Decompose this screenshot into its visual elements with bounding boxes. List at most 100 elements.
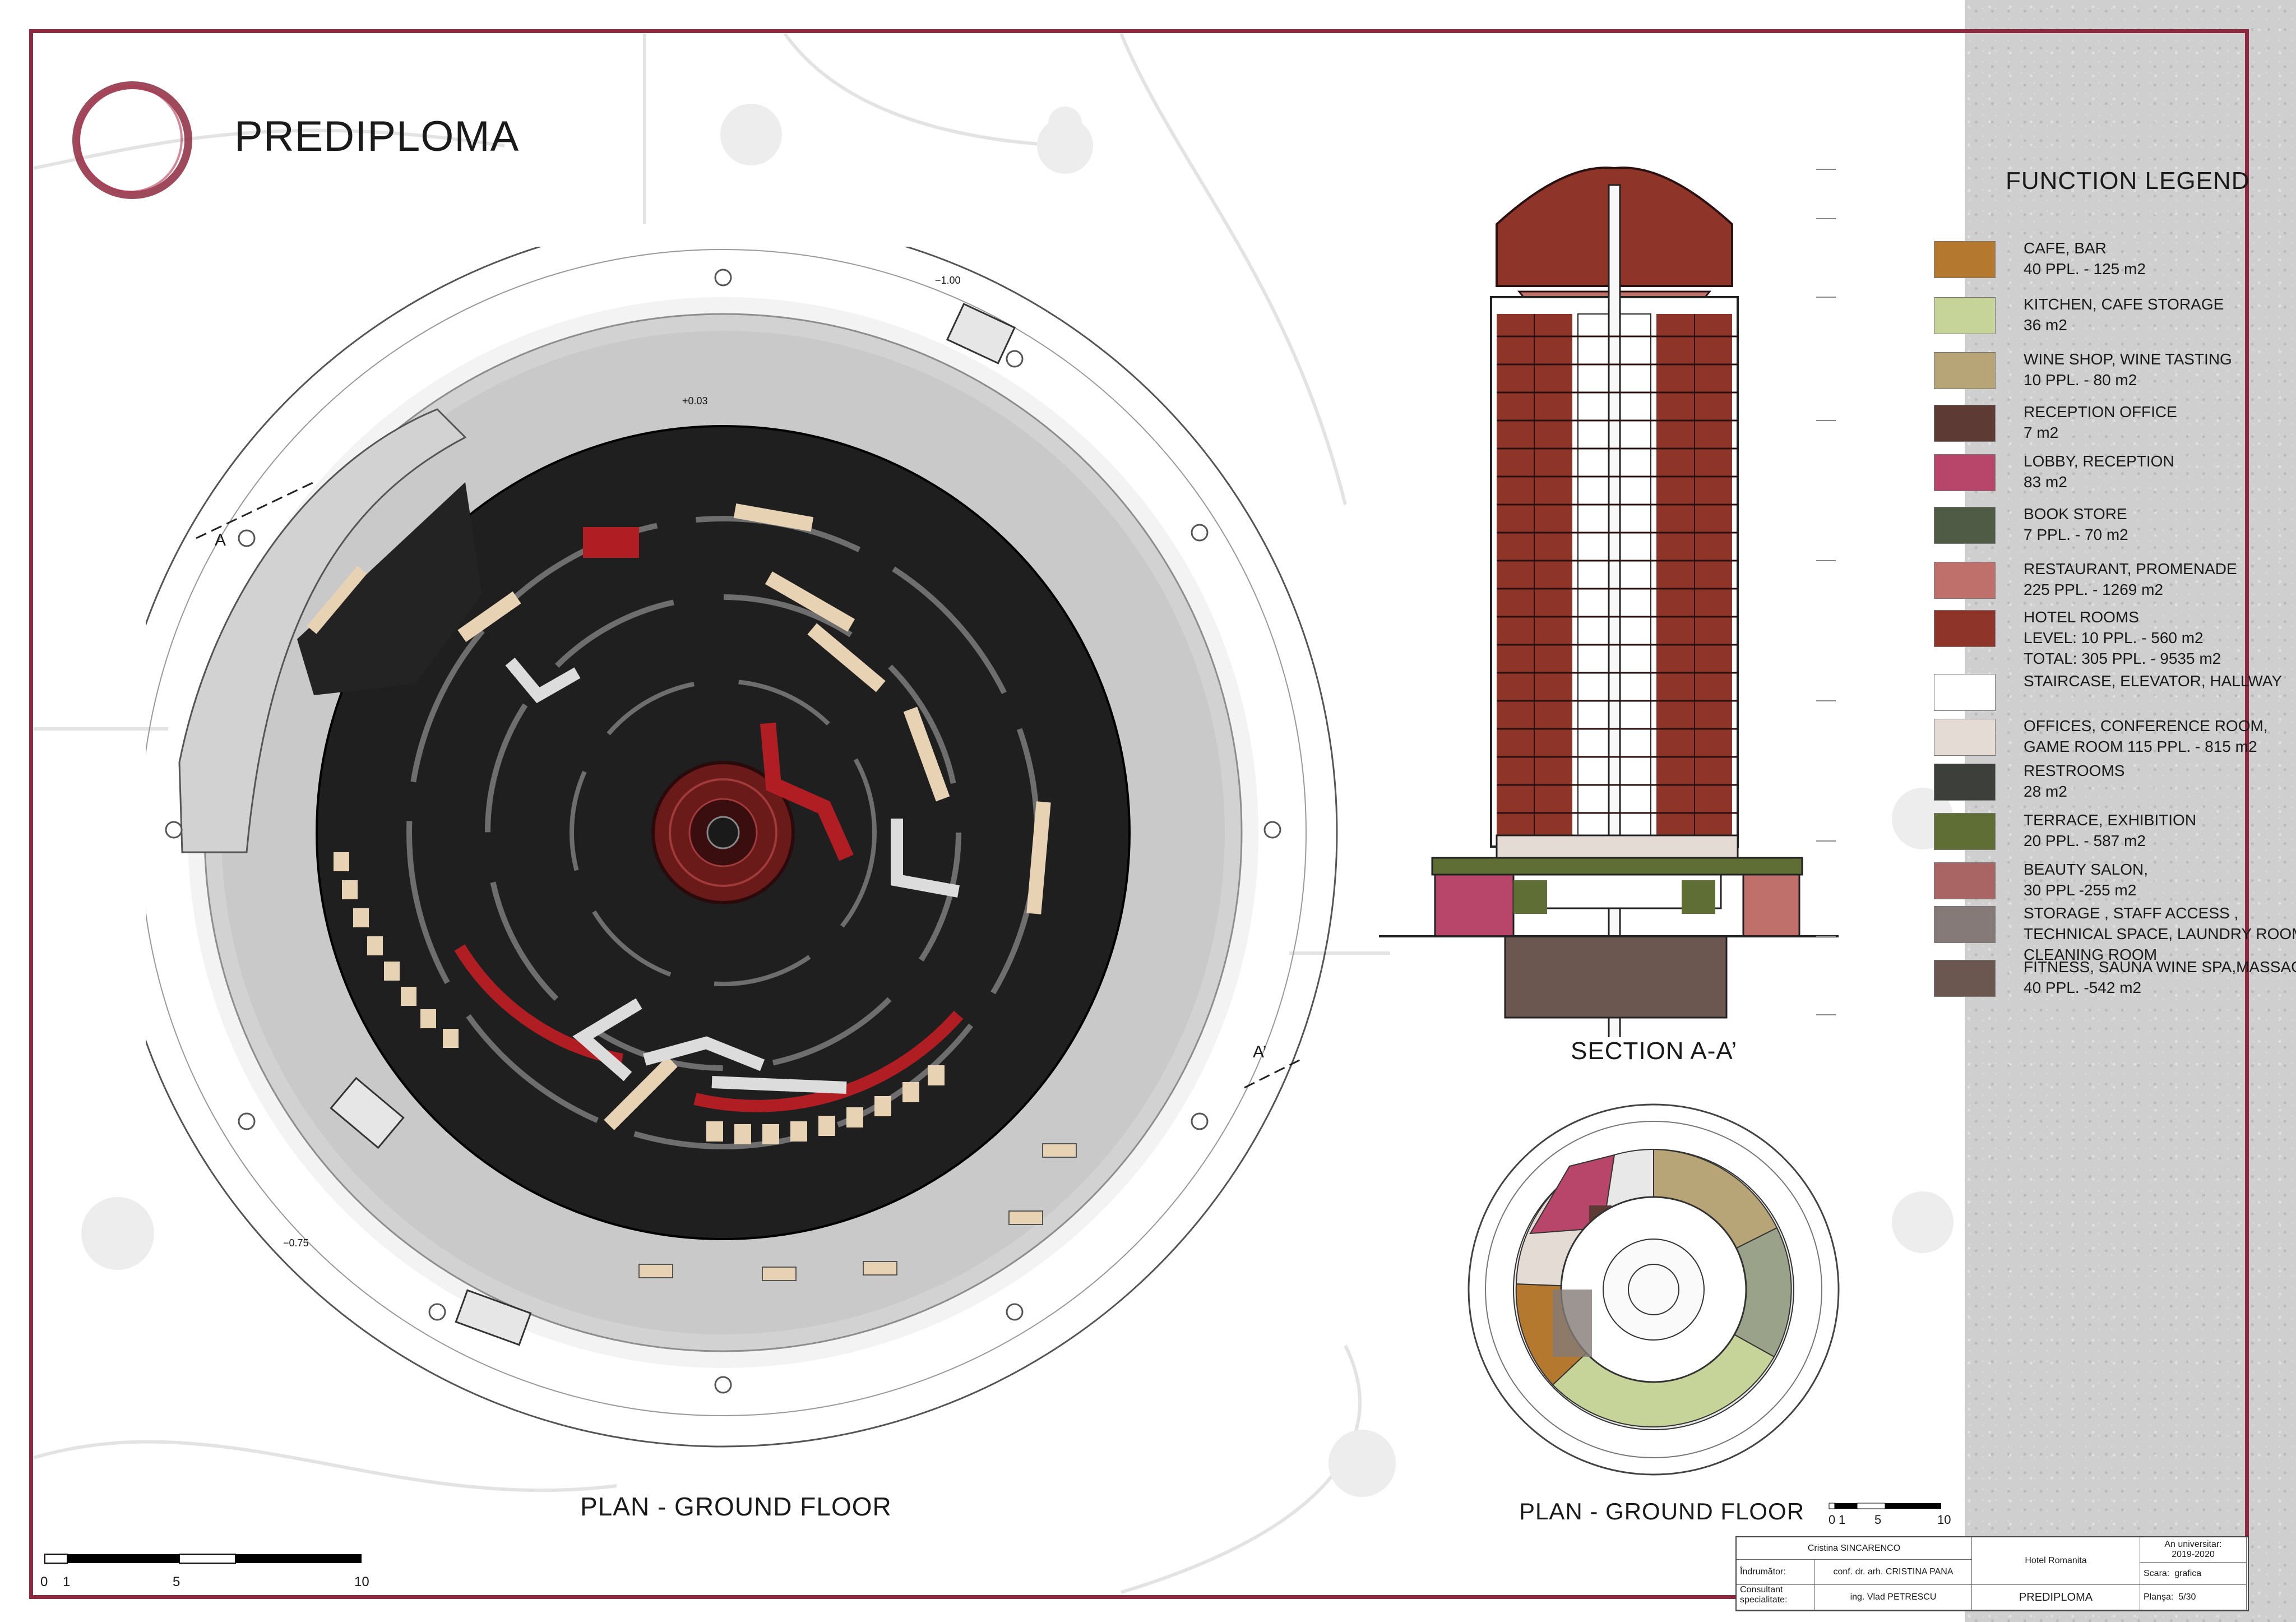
legend-line: 7 m2 [2024,424,2059,441]
tb-work: PREDIPLOMA [1972,1585,2140,1610]
tb-consult-name-text: ing. Vlad PETRESCU [1850,1592,1937,1602]
legend-item: OFFICES, CONFERENCE ROOM, GAME ROOM 115 P… [1934,715,2281,761]
legend-item: STAIRCASE, ELEVATOR, HALLWAY [1934,671,2283,717]
legend-line: 225 PPL. - 1269 m2 [2024,581,2164,598]
legend-line: 40 PPL. -542 m2 [2024,979,2142,996]
tb-sheet: Planşa: 5/30 [2140,1585,2247,1610]
legend-line: 36 m2 [2024,316,2067,334]
legend-item: STORAGE , STAFF ACCESS ,TECHNICAL SPACE,… [1934,903,2296,963]
legend-text: WINE SHOP, WINE TASTING 10 PPL. - 80 m2 [2024,349,2232,390]
tb-author: Cristina SINCARENCO [1737,1537,1972,1560]
main-ground-floor-plan [146,247,1338,1448]
level-mark-top: −1.00 [935,275,961,286]
legend-item: FITNESS, SAUNA WINE SPA,MASSAGE 40 PPL. -… [1934,956,2296,1002]
legend-line: WINE SHOP, WINE TASTING [2024,350,2232,368]
legend-text: STORAGE , STAFF ACCESS ,TECHNICAL SPACE,… [2024,903,2296,965]
legend-item: KITCHEN, CAFE STORAGE 36 m2 [1934,294,2281,340]
legend-swatch [1934,862,1996,899]
legend-title: FUNCTION LEGEND [2006,167,2250,195]
section-mark-a: A [215,531,226,549]
page-title: PREDIPLOMA [234,113,520,160]
main-scale-bar [44,1554,362,1564]
legend-text: RECEPTION OFFICE 7 m2 [2024,401,2177,443]
main-scale-1: 1 [63,1574,71,1589]
tb-scale-value: grafica [2174,1568,2202,1578]
level-mark-bottom: −0.75 [283,1237,309,1249]
small-scale-5: 5 [1874,1513,1882,1527]
legend-line: 20 PPL. - 587 m2 [2024,832,2146,849]
tb-consult-name: ing. Vlad PETRESCU [1815,1585,1972,1610]
legend-line: BEAUTY SALON, [2024,861,2149,878]
legend-line: 83 m2 [2024,473,2067,491]
main-scale-10: 10 [354,1574,369,1589]
tb-year-label: An universitar: [2164,1540,2222,1549]
logo-ring [72,81,192,199]
tb-author-text: Cristina SINCARENCO [1807,1543,1901,1553]
section-caption: SECTION A-A’ [1571,1037,1738,1065]
legend-line: STAIRCASE, ELEVATOR, HALLWAY [2024,672,2283,690]
tb-year-value: 2019-2020 [2172,1550,2215,1559]
tb-project: Hotel Romanita [1972,1537,2140,1585]
tb-coord-label: Îndrumător: [1737,1560,1815,1585]
legend-line: GAME ROOM 115 PPL. - 815 m2 [2024,738,2257,755]
tb-work-text: PREDIPLOMA [2019,1591,2093,1603]
legend-swatch [1934,960,1996,997]
tb-coord-label-text: Îndrumător: [1740,1567,1786,1577]
legend-line: RECEPTION OFFICE [2024,403,2177,420]
legend-swatch [1934,674,1996,711]
sheet-frame [29,29,2249,1599]
legend-item: TERRACE, EXHIBITION 20 PPL. - 587 m2 [1934,810,2281,856]
legend-swatch [1934,813,1996,850]
legend-swatch [1934,454,1996,491]
level-mark-mid: +0.03 [682,395,708,406]
legend-swatch [1934,507,1996,544]
main-scale-5: 5 [173,1574,180,1589]
section-a-a-drawing [1379,167,1839,1037]
title-block: Cristina SINCARENCO Hotel Romanita An un… [1735,1536,2249,1611]
legend-swatch [1934,906,1996,943]
small-scale-1: 1 [1839,1513,1846,1527]
tb-consult-label1: Consultant [1740,1585,1783,1595]
legend-line: TECHNICAL SPACE, LAUNDRY ROOM [2024,925,2296,942]
legend-text: TERRACE, EXHIBITION 20 PPL. - 587 m2 [2024,810,2196,851]
legend-swatch [1934,764,1996,801]
legend-text: BEAUTY SALON, 30 PPL -255 m2 [2024,859,2148,900]
legend-line: OFFICES, CONFERENCE ROOM, [2024,717,2268,734]
main-plan-caption: PLAN - GROUND FLOOR [580,1492,892,1521]
legend-line: TERRACE, EXHIBITION [2024,811,2197,829]
legend-line: TOTAL: 305 PPL. - 9535 m2 [2024,650,2221,667]
legend-swatch [1934,405,1996,442]
legend-line: HOTEL ROOMS [2024,608,2139,626]
legend-line: 30 PPL -255 m2 [2024,881,2137,899]
legend-item: BEAUTY SALON, 30 PPL -255 m2 [1934,859,2281,905]
legend-item: RESTROOMS 28 m2 [1934,760,2281,806]
legend-line: FITNESS, SAUNA WINE SPA,MASSAGE [2024,958,2296,976]
tb-consult-label2: specialitate: [1740,1595,1788,1605]
legend-swatch [1934,297,1996,334]
tb-year: An universitar:2019-2020 [2140,1537,2247,1563]
legend-line: 7 PPL. - 70 m2 [2024,526,2128,543]
legend-text: FITNESS, SAUNA WINE SPA,MASSAGE 40 PPL. -… [2024,956,2296,998]
small-plan-caption: PLAN - GROUND FLOOR [1519,1498,1805,1524]
legend-line: 28 m2 [2024,783,2067,800]
small-scale-bar [1829,1503,1941,1509]
legend-line: RESTROOMS [2024,762,2125,779]
tb-scale-label: Scara: [2144,1568,2170,1578]
legend-item: RECEPTION OFFICE 7 m2 [1934,401,2281,447]
legend-line: 10 PPL. - 80 m2 [2024,371,2137,389]
legend-swatch [1934,241,1996,278]
legend-line: 40 PPL. - 125 m2 [2024,260,2146,278]
legend-swatch [1934,562,1996,599]
legend-line: KITCHEN, CAFE STORAGE [2024,295,2224,313]
tb-project-text: Hotel Romanita [2025,1556,2087,1565]
